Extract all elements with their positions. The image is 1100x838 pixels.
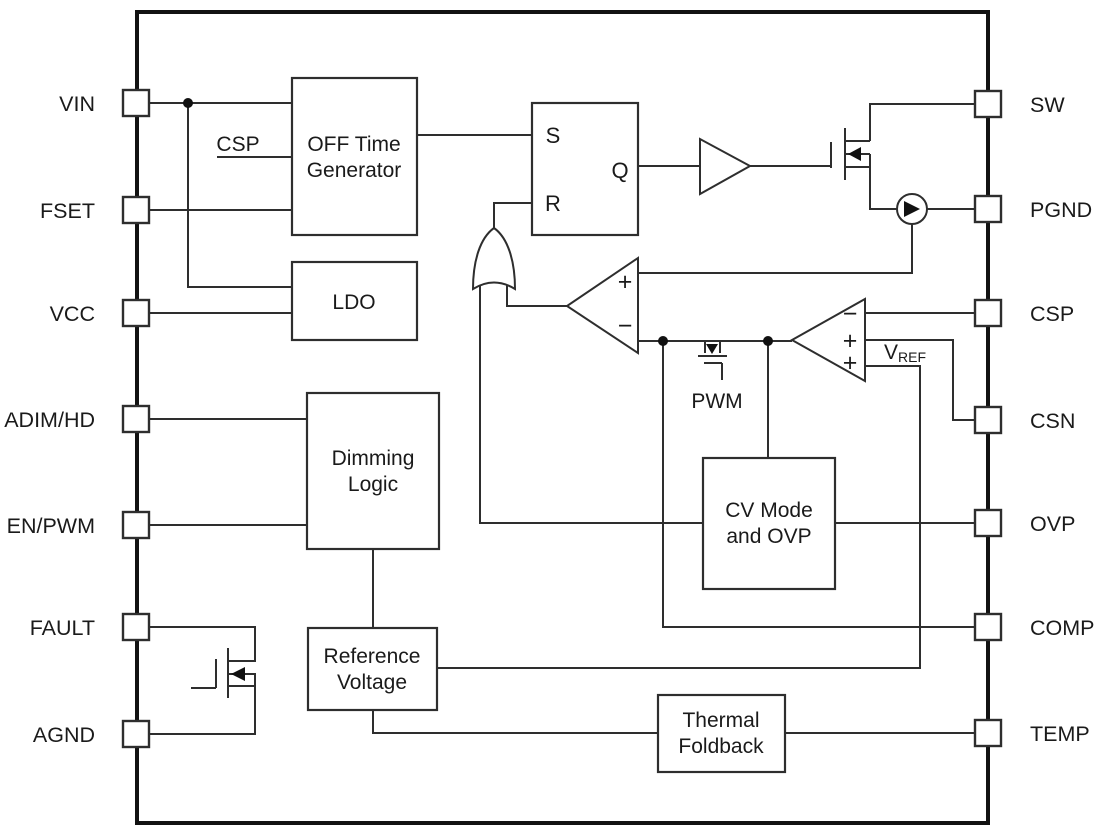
or-gate — [471, 226, 517, 291]
junction-dot — [658, 336, 668, 346]
power-mosfet — [830, 128, 871, 180]
pin-sw-box — [973, 89, 1003, 119]
pin-agnd-box — [121, 719, 151, 749]
csp-internal-label: CSP — [216, 133, 259, 156]
wire-fault-source-agnd — [149, 673, 256, 735]
block-label: Reference — [324, 645, 421, 668]
wire-cv-to-or — [479, 284, 703, 524]
pin-temp-box — [973, 718, 1003, 748]
pin-vin-label: VIN — [59, 92, 95, 116]
block-thermal-foldback: Thermal Foldback — [656, 693, 787, 774]
block-ldo: LDO — [290, 260, 419, 342]
pin-comp-label: COMP — [1030, 616, 1095, 640]
junction-dot — [183, 98, 193, 108]
pin-vin-box — [121, 88, 151, 118]
wire-vin-to-ldo — [187, 103, 292, 288]
block-label: Dimming — [332, 447, 415, 470]
pin-vcc-box — [121, 298, 151, 328]
sr-latch: S R Q — [530, 101, 640, 237]
gate-driver-buffer — [699, 137, 753, 196]
block-label: Foldback — [678, 735, 764, 758]
pin-csp-label: CSP — [1030, 302, 1074, 326]
block-label: Logic — [348, 473, 398, 496]
pin-fault-label: FAULT — [30, 616, 95, 640]
pin-fset-box — [121, 195, 151, 225]
pin-pgnd-label: PGND — [1030, 198, 1092, 222]
wire-drain-sw — [869, 103, 975, 141]
pin-enpwm-box — [121, 510, 151, 540]
error-amplifier: − + + — [789, 297, 866, 383]
pin-adim-box — [121, 404, 151, 434]
pwm-switch-mosfet — [698, 341, 727, 380]
pwm-label: PWM — [691, 390, 742, 413]
pin-temp-label: TEMP — [1030, 722, 1090, 746]
pin-fset-label: FSET — [40, 199, 95, 223]
wire-comp-pin — [662, 341, 975, 628]
error-amp-plus2: + — [843, 349, 858, 377]
pwm-switch-arrow-icon — [706, 344, 718, 354]
pin-ovp-label: OVP — [1030, 512, 1075, 536]
wire-fault-drain — [149, 626, 256, 662]
pin-fault-box — [121, 612, 151, 642]
pin-pgnd-box — [973, 194, 1003, 224]
wire-csn-input — [865, 339, 975, 421]
wire-sense-to-comp-plus — [638, 224, 913, 274]
wire-source-sense — [869, 154, 897, 210]
pin-csn-box — [973, 405, 1003, 435]
pin-ovp-box — [973, 508, 1003, 538]
pin-comp-box — [973, 612, 1003, 642]
junction-dots — [183, 98, 773, 346]
block-label: and OVP — [726, 525, 811, 548]
block-off-time-generator: OFF Time Generator — [290, 76, 419, 237]
block-label: Thermal — [682, 709, 759, 732]
latch-s-label: S — [546, 123, 561, 148]
junction-dot — [763, 336, 773, 346]
block-label: LDO — [332, 291, 375, 314]
block-label: Voltage — [337, 671, 407, 694]
vref-label: VREF — [884, 341, 926, 365]
pin-csn-label: CSN — [1030, 409, 1075, 433]
error-amp-plus1: + — [843, 327, 858, 355]
wire-compout-to-or — [506, 283, 567, 307]
error-amp-minus: − — [843, 300, 858, 328]
pwm-comparator-plus: + — [618, 268, 633, 296]
wire-vref-input — [437, 365, 921, 669]
pin-enpwm-label: EN/PWM — [7, 514, 95, 538]
block-cv-mode-ovp: CV Mode and OVP — [701, 456, 837, 591]
latch-q-label: Q — [611, 158, 628, 183]
pin-adim-label: ADIM/HD — [4, 408, 95, 432]
block-label: OFF Time — [307, 133, 400, 156]
power-mosfet-arrow-icon — [848, 147, 861, 161]
pin-sw-label: SW — [1030, 93, 1065, 117]
block-label: Generator — [307, 159, 402, 182]
pins-right: SW PGND CSP CSN OVP COMP TEMP — [973, 89, 1095, 748]
pin-agnd-label: AGND — [33, 723, 95, 747]
current-sense-arrow-icon — [904, 201, 920, 217]
latch-r-label: R — [545, 191, 561, 216]
block-dimming-logic: Dimming Logic — [305, 391, 441, 551]
block-label: CV Mode — [725, 499, 813, 522]
current-sense — [896, 193, 928, 225]
pins-left: VIN FSET VCC ADIM/HD EN/PWM FAULT AGND — [4, 88, 151, 749]
block-reference-voltage: Reference Voltage — [306, 626, 439, 712]
wires — [149, 102, 975, 735]
pin-csp-box — [973, 298, 1003, 328]
fault-mosfet-arrow-icon — [231, 667, 245, 681]
wire-ref-to-thermal — [372, 710, 658, 734]
pin-vcc-label: VCC — [50, 302, 95, 326]
pwm-comparator-minus: − — [618, 312, 633, 340]
pwm-comparator: + − — [565, 256, 639, 355]
fault-mosfet — [191, 648, 245, 698]
wire-r-input — [493, 202, 532, 229]
